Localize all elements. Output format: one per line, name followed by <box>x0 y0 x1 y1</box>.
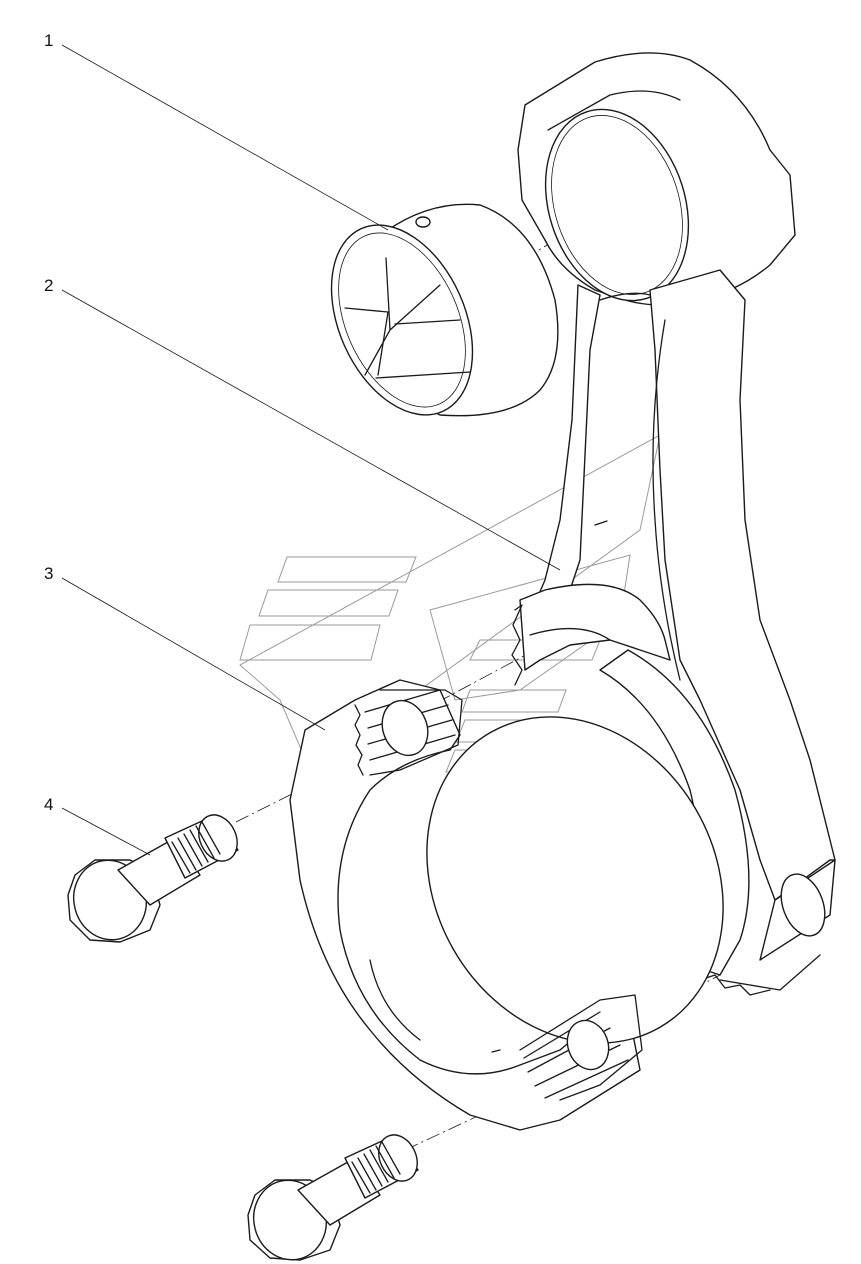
watermark-logo <box>239 434 661 773</box>
rod-cap <box>289 679 724 1131</box>
callout-labels: 1 2 3 4 <box>44 31 53 814</box>
callout-3: 3 <box>44 564 53 583</box>
callout-1: 1 <box>44 31 53 50</box>
cap-bolt-lower <box>247 1134 419 1261</box>
leader-line-3 <box>61 577 326 731</box>
leader-line-1 <box>61 44 389 231</box>
small-end-bushing <box>330 203 559 417</box>
leader-line-2 <box>61 289 561 571</box>
cap-bolt-upper <box>67 814 239 943</box>
leader-lines <box>61 44 561 856</box>
callout-2: 2 <box>44 276 53 295</box>
callout-4: 4 <box>44 795 53 814</box>
leader-line-4 <box>61 807 151 856</box>
